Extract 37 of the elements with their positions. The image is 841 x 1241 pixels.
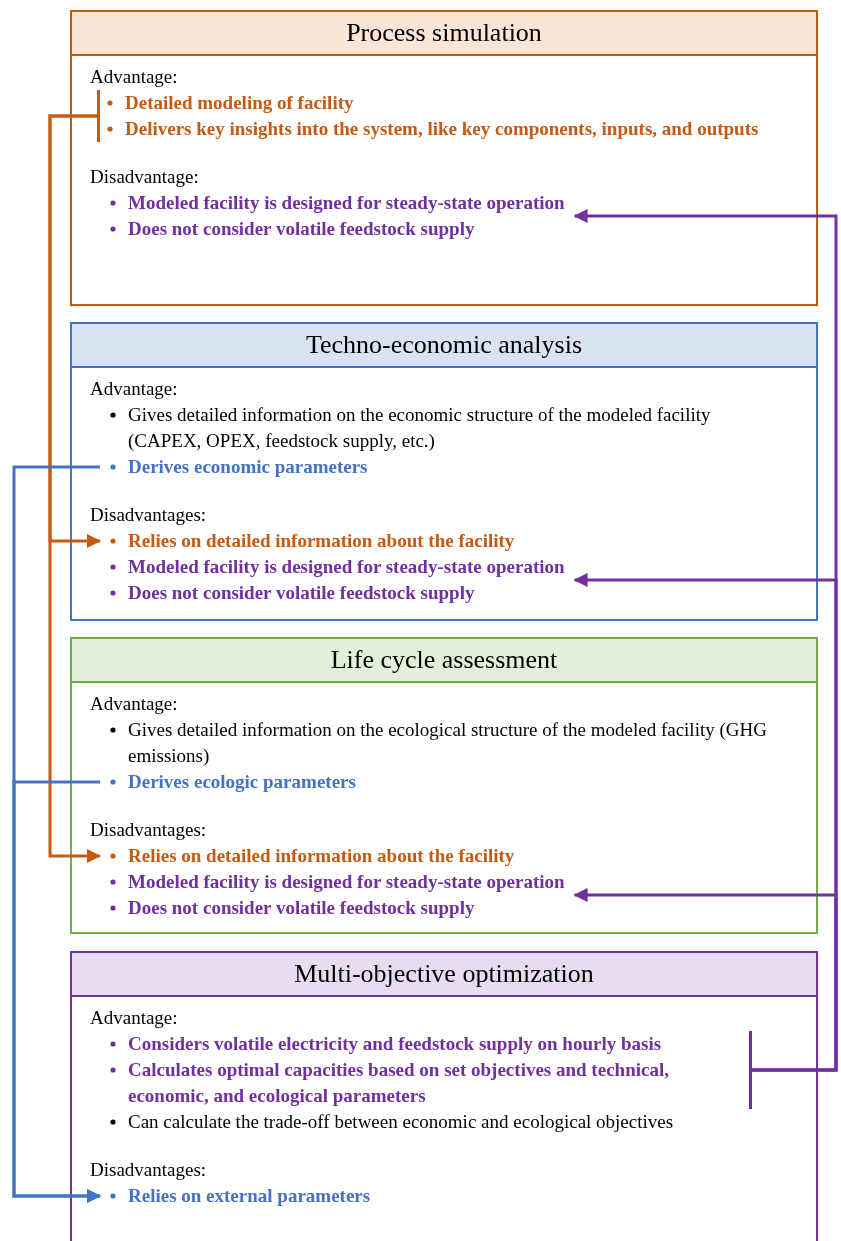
section-label: Disadvantages: <box>90 818 208 842</box>
section-label: Disadvantages: <box>90 1158 208 1182</box>
bullet-item: Modeled facility is designed for steady-state operation <box>128 191 565 215</box>
bullet-item: Gives detailed information on the ecological structure of the modeled facility (GHG emissions) <box>128 718 768 768</box>
connector-arrow <box>573 888 838 1072</box>
bullet-item: Derives ecologic parameters <box>128 770 357 794</box>
bullet-item: Can calculate the trade-off between economic and ecological objectives <box>128 1110 675 1134</box>
bullet-item: Derives economic parameters <box>128 455 369 479</box>
bullet-item: Delivers key insights into the system, like key components, inputs, and outputs <box>125 117 760 141</box>
section-label: Disadvantage: <box>90 165 200 189</box>
bullet-item: Considers volatile electricity and feedstock supply on hourly basis <box>128 1032 663 1056</box>
panel-title: Multi-objective optimization <box>72 953 816 997</box>
panel-title: Process simulation <box>72 12 816 56</box>
panel-card <box>70 637 818 934</box>
section-label: Disadvantages: <box>90 503 208 527</box>
bullet-item: Relies on detailed information about the facility <box>128 844 516 868</box>
bullet-item: Gives detailed information on the economic structure of the modeled facility (CAPEX, OPEX, feedstock supply, etc.) <box>128 403 712 453</box>
panel-title: Techno-economic analysis <box>72 324 816 368</box>
bullet-item: Modeled facility is designed for steady-state operation <box>128 555 565 579</box>
connector-arrow <box>12 780 101 1203</box>
bullet-item: Calculates optimal capacities based on set objectives and technical, economic, and ecological parameters <box>128 1058 670 1108</box>
bullet-item: Detailed modeling of facility <box>125 91 355 115</box>
panel-card <box>70 951 818 1241</box>
panel-card <box>70 322 818 621</box>
bullet-item: Relies on external parameters <box>128 1184 372 1208</box>
bullet-item: Modeled facility is designed for steady-state operation <box>128 870 565 894</box>
section-label: Advantage: <box>90 692 179 716</box>
connector-arrow <box>48 114 101 863</box>
panel-card <box>70 10 818 306</box>
bullet-item: Does not consider volatile feedstock supply <box>128 581 476 605</box>
section-label: Advantage: <box>90 377 179 401</box>
section-label: Advantage: <box>90 65 179 89</box>
section-label: Advantage: <box>90 1006 179 1030</box>
bullet-item: Does not consider volatile feedstock supply <box>128 217 476 241</box>
bullet-item: Relies on detailed information about the facility <box>128 529 516 553</box>
panel-title: Life cycle assessment <box>72 639 816 683</box>
bullet-item: Does not consider volatile feedstock supply <box>128 896 476 920</box>
